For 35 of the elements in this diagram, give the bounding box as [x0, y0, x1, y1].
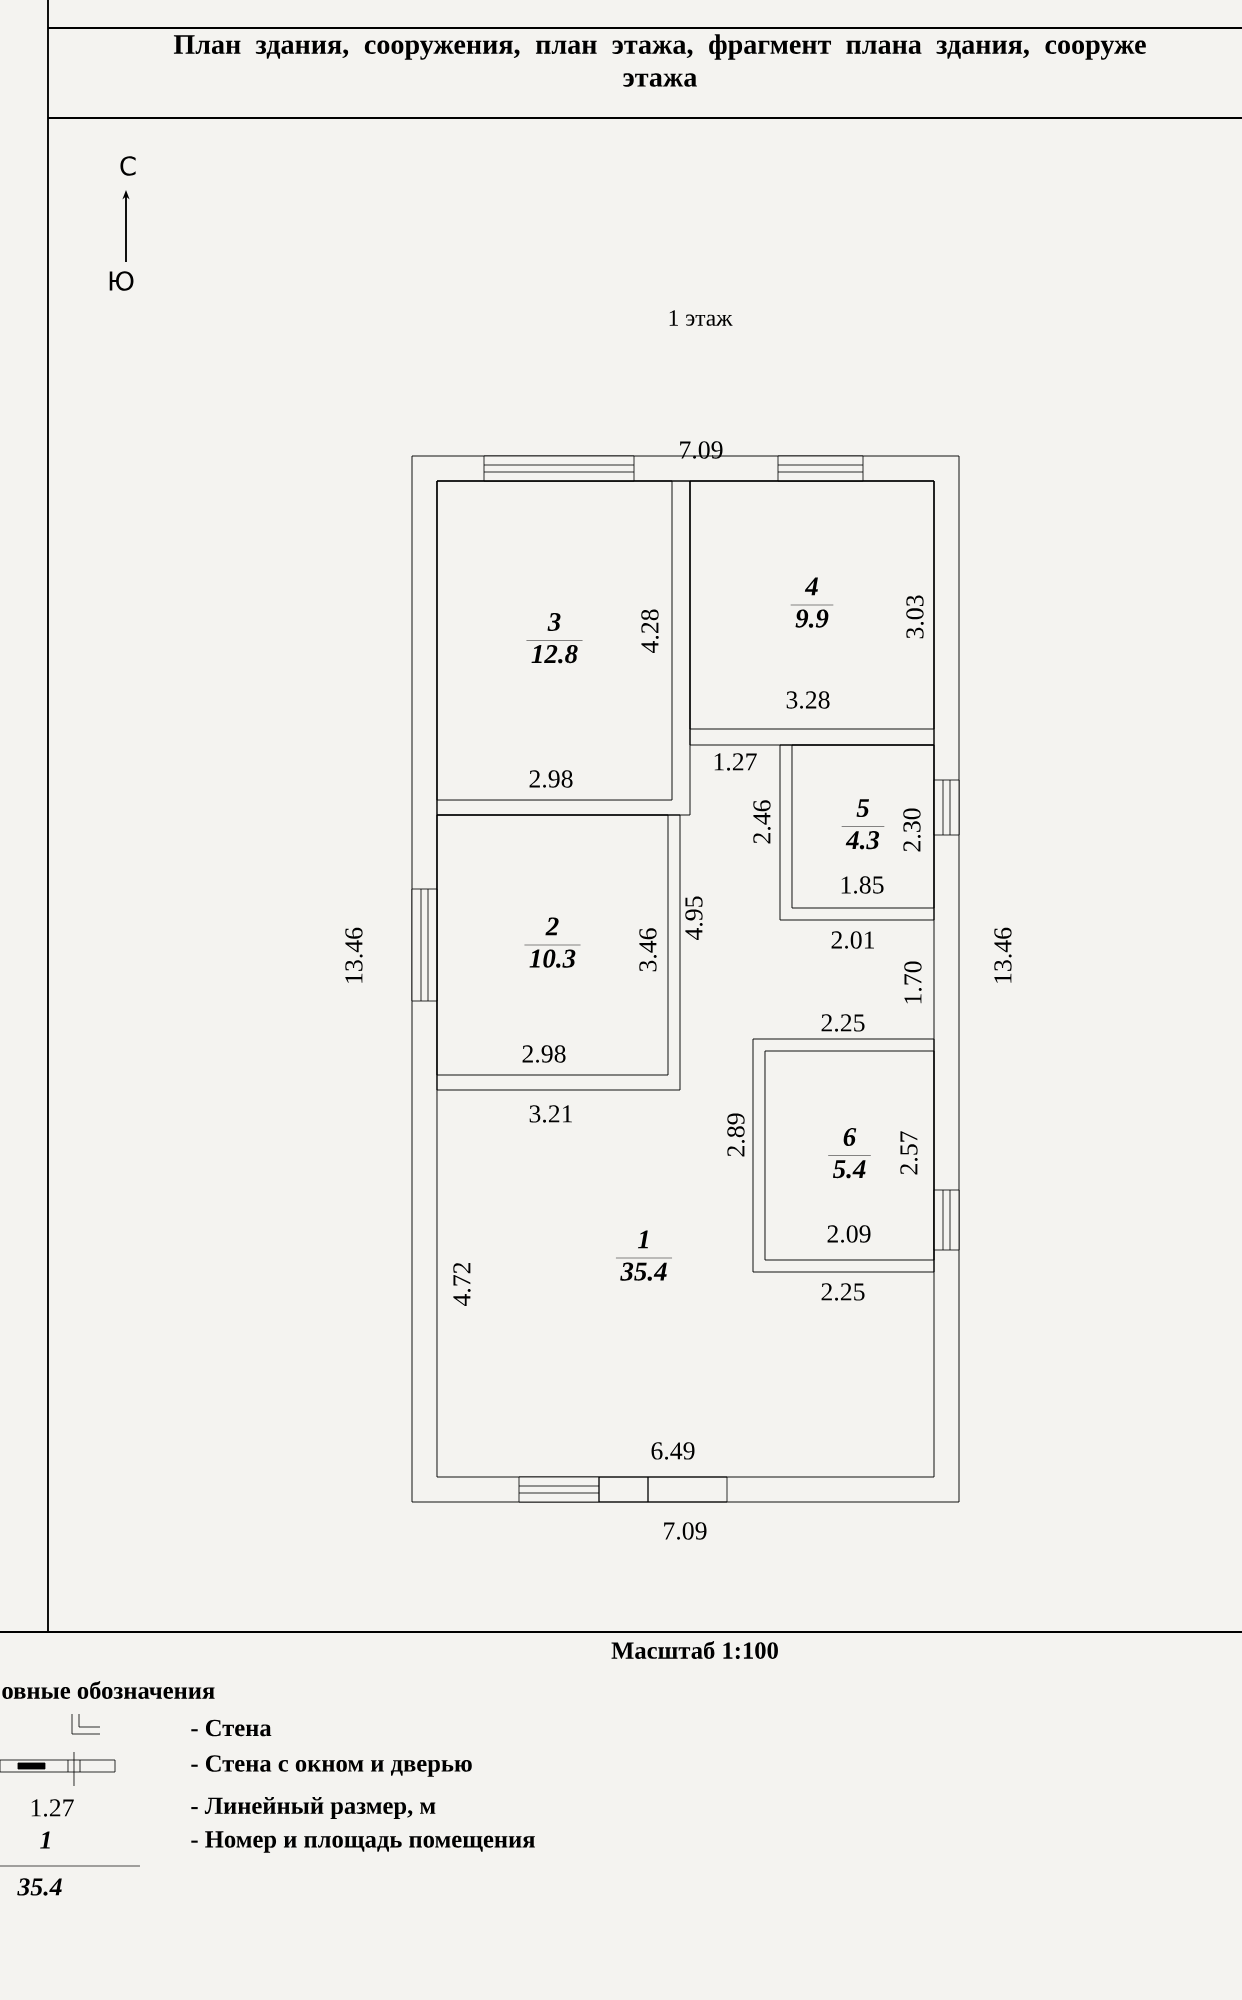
- floor-label: 1 этаж: [669, 310, 733, 326]
- legend-sample: 1: [40, 1831, 50, 1849]
- dimension-label: 3.28: [786, 691, 830, 709]
- dimension-label: 4.72: [453, 1262, 471, 1307]
- dimension-label: 3.46: [639, 928, 657, 972]
- legend-heading: овные обозначения: [2, 1681, 215, 1699]
- dimension-label: 3.03: [906, 595, 924, 639]
- compass-letter: Ю: [109, 271, 134, 291]
- dimension-label: 1.70: [904, 961, 922, 1004]
- dimension-label: 7.09: [680, 441, 723, 459]
- dimension-label: 3.21: [529, 1105, 572, 1123]
- dimension-label: 7.09: [664, 1522, 707, 1540]
- dimension-label: 2.46: [753, 800, 771, 844]
- dimension-label: 1.85: [841, 876, 884, 894]
- dimension-label: 1.27: [714, 753, 757, 771]
- compass-letter: С: [120, 156, 136, 176]
- dimension-label: 13.46: [345, 927, 363, 983]
- room-label: 1 35.4: [615, 1230, 673, 1281]
- dimension-label: 2.98: [529, 770, 573, 788]
- legend-sample: 35.4: [17, 1878, 62, 1896]
- legend-entry: - Линейный размер, м: [191, 1796, 436, 1820]
- legend-sample: 1.27: [31, 1799, 74, 1817]
- legend-entry: - Номер и площадь помещения: [191, 1831, 535, 1853]
- scale-label: Масштаб 1:100: [611, 1641, 778, 1659]
- dimension-label: 2.57: [900, 1131, 918, 1175]
- dimension-label: 13.46: [994, 927, 1012, 983]
- dimension-label: 2.09: [827, 1225, 871, 1243]
- legend-entry: - Стена с окном и дверью: [191, 1755, 472, 1777]
- dimension-label: 2.89: [727, 1113, 745, 1157]
- legend-entry: - Стена: [191, 1719, 272, 1737]
- dimension-label: 2.30: [903, 808, 921, 852]
- dimension-label: 4.28: [641, 609, 659, 654]
- title: План здания, сооружения, план этажа, фрагмент плана здания, сооруже этажа: [173, 34, 1146, 87]
- dimension-label: 6.49: [651, 1442, 695, 1460]
- dimension-label: 2.98: [522, 1045, 566, 1063]
